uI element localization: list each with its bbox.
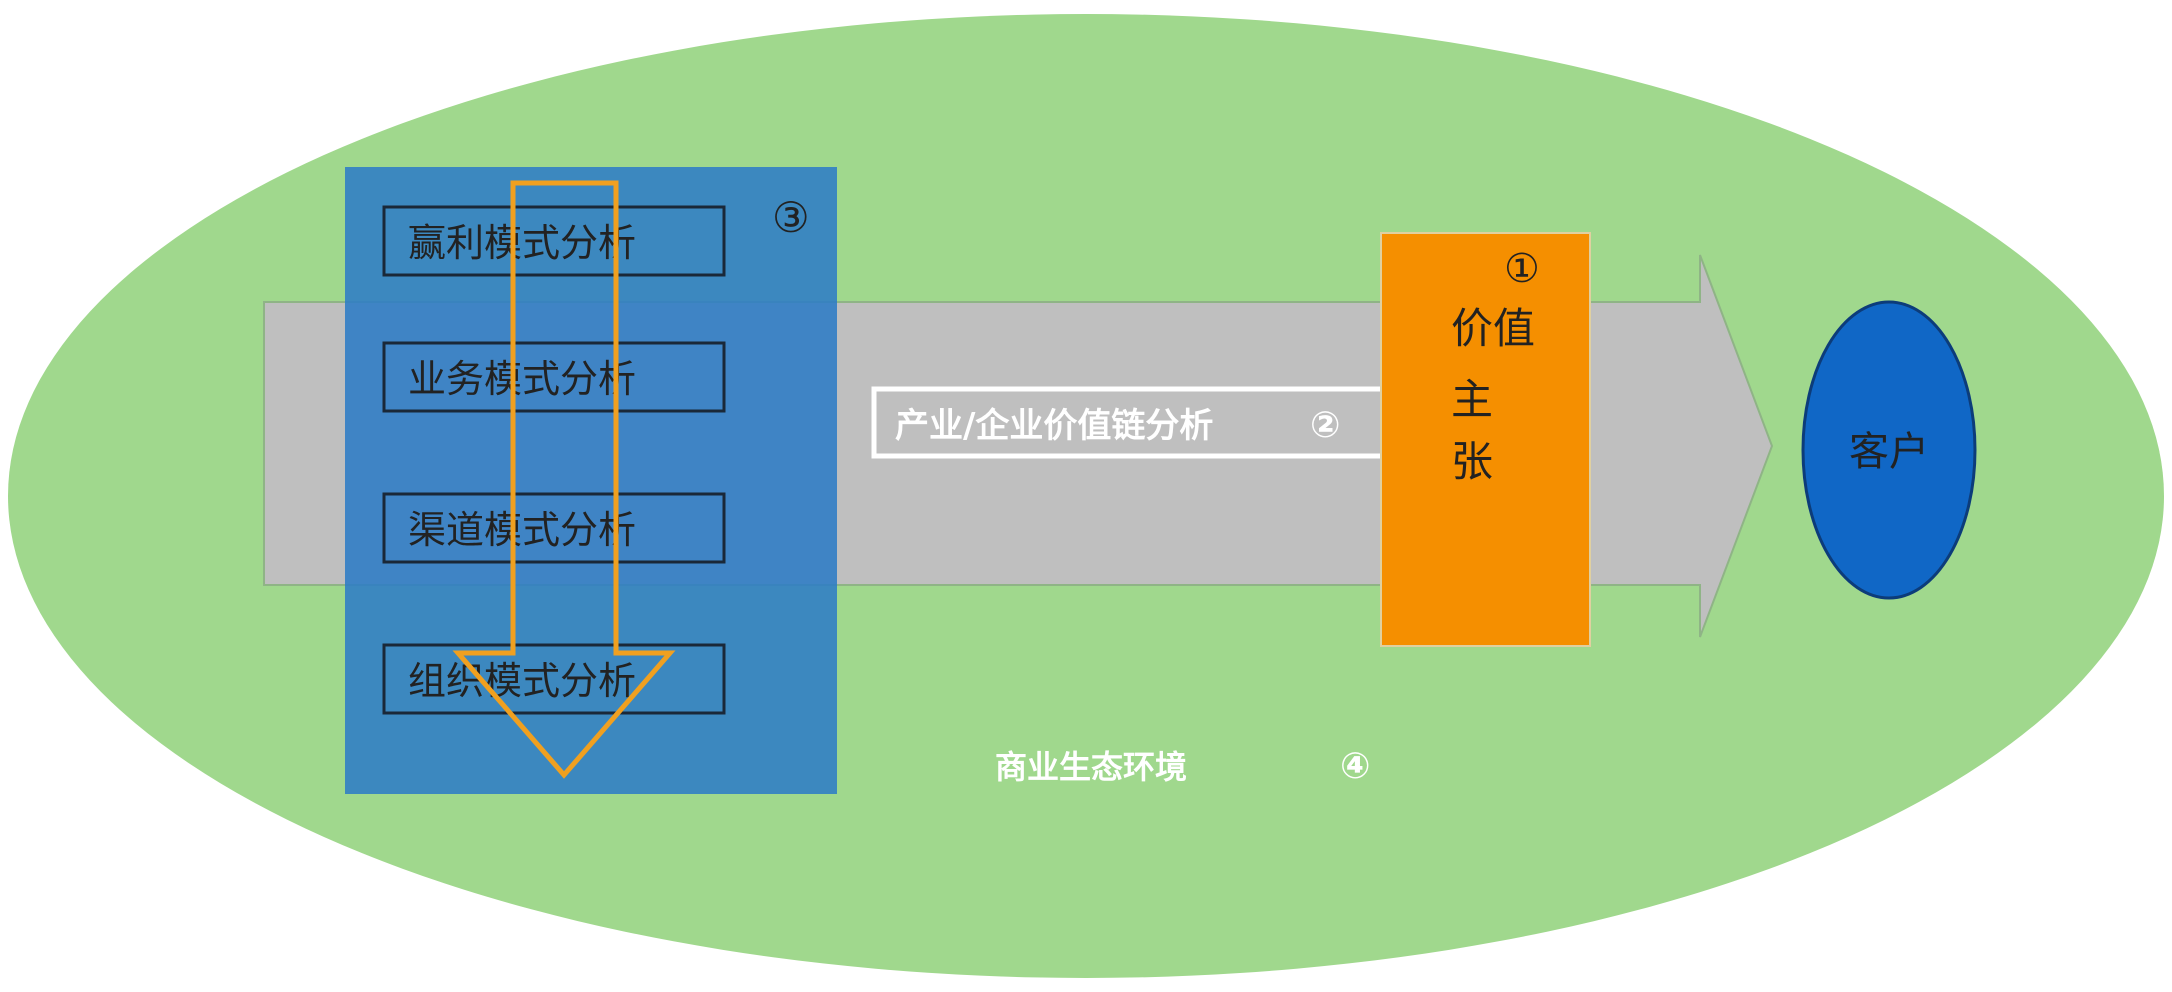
value-proposition-line: 张: [1451, 437, 1493, 486]
customer-label: 客户: [1849, 429, 1929, 475]
flow-down-arrow: [452, 180, 676, 779]
business-model-item-label: 渠道模式分析: [408, 508, 636, 552]
business-model-item: 组织模式分析: [382, 643, 726, 715]
business-model-item-box: [382, 205, 726, 277]
business-model-item-label: 业务模式分析: [408, 357, 636, 401]
value-proposition-line: 主: [1451, 375, 1493, 424]
value-proposition-marker: ①: [1504, 246, 1540, 292]
business-model-item-box: [382, 643, 726, 715]
value-proposition-line: 价值: [1451, 304, 1535, 353]
business-ecosystem-marker: ④: [1340, 746, 1370, 787]
business-model-item-box: [382, 341, 726, 413]
business-model-marker: ③: [772, 193, 810, 242]
business-model-item-label: 组织模式分析: [408, 659, 636, 703]
business-model-item-label: 赢利模式分析: [408, 221, 636, 265]
value-chain-label: 产业/企业价值链分析: [895, 406, 1213, 446]
business-model-item: 业务模式分析: [382, 341, 726, 413]
customer-ellipse: [1801, 300, 1977, 600]
business-model-item-box: [382, 492, 726, 564]
business-model-panel: [345, 167, 837, 794]
value-proposition-box: [1380, 232, 1591, 647]
business-ecosystem-label: 商业生态环境: [995, 748, 1187, 786]
value-chain-marker: ②: [1310, 405, 1340, 446]
business-model-item: 渠道模式分析: [382, 492, 726, 564]
business-model-item: 赢利模式分析: [382, 205, 726, 277]
